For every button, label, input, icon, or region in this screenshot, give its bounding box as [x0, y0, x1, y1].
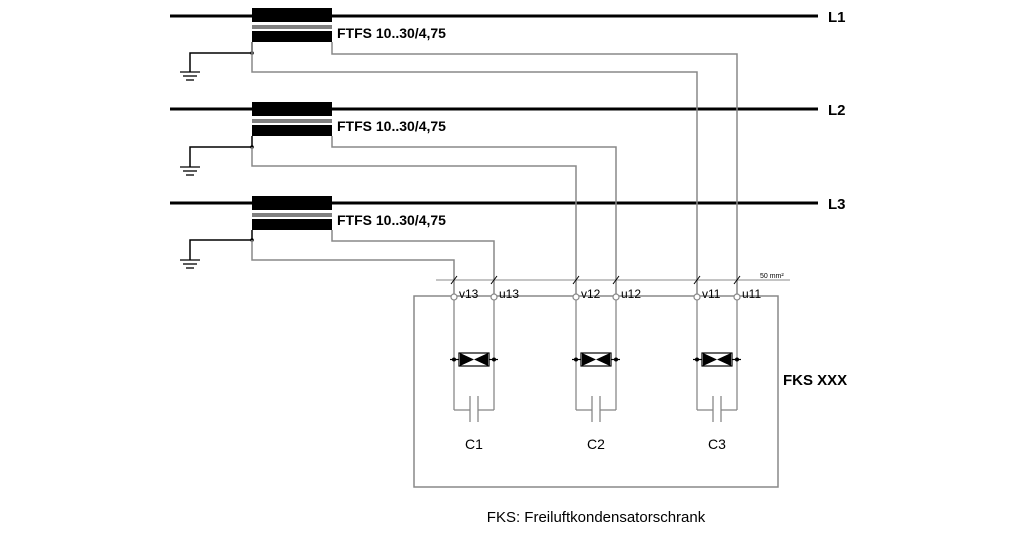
cabinet-outline — [413, 295, 779, 488]
ground-wire-2 — [189, 136, 253, 167]
wire-u13 — [331, 230, 495, 296]
terminals: v13 u13 v12 u12 v11 u11 — [450, 287, 761, 301]
ground-wire-3 — [189, 230, 253, 260]
transformer-label-3: FTFS 10..30/4,75 — [337, 212, 446, 228]
cable-ticks — [450, 275, 741, 285]
terminal-label-v13: v13 — [459, 287, 479, 301]
discharge-element-icon — [693, 352, 741, 367]
cabinet: FKS XXX — [413, 295, 847, 488]
transformer-label-1: FTFS 10..30/4,75 — [337, 25, 446, 41]
terminal-label-u11: u11 — [742, 287, 761, 301]
capacitor-unit-c2: C2 — [572, 300, 620, 452]
transformer-secondary-2 — [252, 125, 332, 136]
phase-l2: FTFS 10..30/4,75 L2 — [170, 102, 846, 176]
terminal-u12 — [612, 293, 620, 301]
signal-wires — [251, 42, 738, 296]
transformer-primary-3 — [252, 196, 332, 210]
ground-icon — [180, 259, 200, 269]
cable-bundle: 50 mm² — [436, 273, 790, 285]
capacitor-label-c1: C1 — [465, 436, 483, 452]
cable-note: 50 mm² — [760, 273, 784, 280]
discharge-element-icon — [572, 352, 620, 367]
transformer-secondary-1 — [252, 31, 332, 42]
terminal-v11 — [693, 293, 701, 301]
cabinet-label: FKS XXX — [783, 372, 847, 389]
terminal-v13 — [450, 293, 458, 301]
transformer-primary-2 — [252, 102, 332, 116]
discharge-element-icon — [450, 352, 498, 367]
wire-v12 — [251, 147, 577, 296]
ground-icon — [180, 71, 200, 81]
wire-v13 — [251, 240, 455, 296]
line-label-l1: L1 — [828, 9, 846, 26]
line-label-l2: L2 — [828, 102, 846, 119]
phase-l1: FTFS 10..30/4,75 L1 — [170, 8, 846, 81]
capacitor-label-c3: C3 — [708, 436, 726, 452]
capacitor-unit-c3: C3 — [693, 300, 741, 452]
phase-l3: FTFS 10..30/4,75 L3 — [170, 196, 846, 269]
terminal-v12 — [572, 293, 580, 301]
terminal-u11 — [733, 293, 741, 301]
line-label-l3: L3 — [828, 196, 846, 213]
ground-icon — [180, 166, 200, 176]
capacitor-unit-c1: C1 — [450, 300, 498, 452]
footnote: FKS: Freiluftkondensatorschrank — [487, 509, 706, 526]
ground-wire-1 — [189, 42, 253, 72]
transformer-secondary-3 — [252, 219, 332, 230]
terminal-label-u12: u12 — [621, 287, 641, 301]
wire-u12 — [331, 136, 617, 296]
terminal-label-v11: v11 — [702, 287, 721, 301]
wire-u11 — [331, 42, 738, 296]
terminal-label-v12: v12 — [581, 287, 601, 301]
terminal-u13 — [490, 293, 498, 301]
wire-v11 — [251, 42, 698, 296]
transformer-label-2: FTFS 10..30/4,75 — [337, 118, 446, 134]
terminal-label-u13: u13 — [499, 287, 519, 301]
capacitor-label-c2: C2 — [587, 436, 605, 452]
transformer-primary-1 — [252, 8, 332, 22]
